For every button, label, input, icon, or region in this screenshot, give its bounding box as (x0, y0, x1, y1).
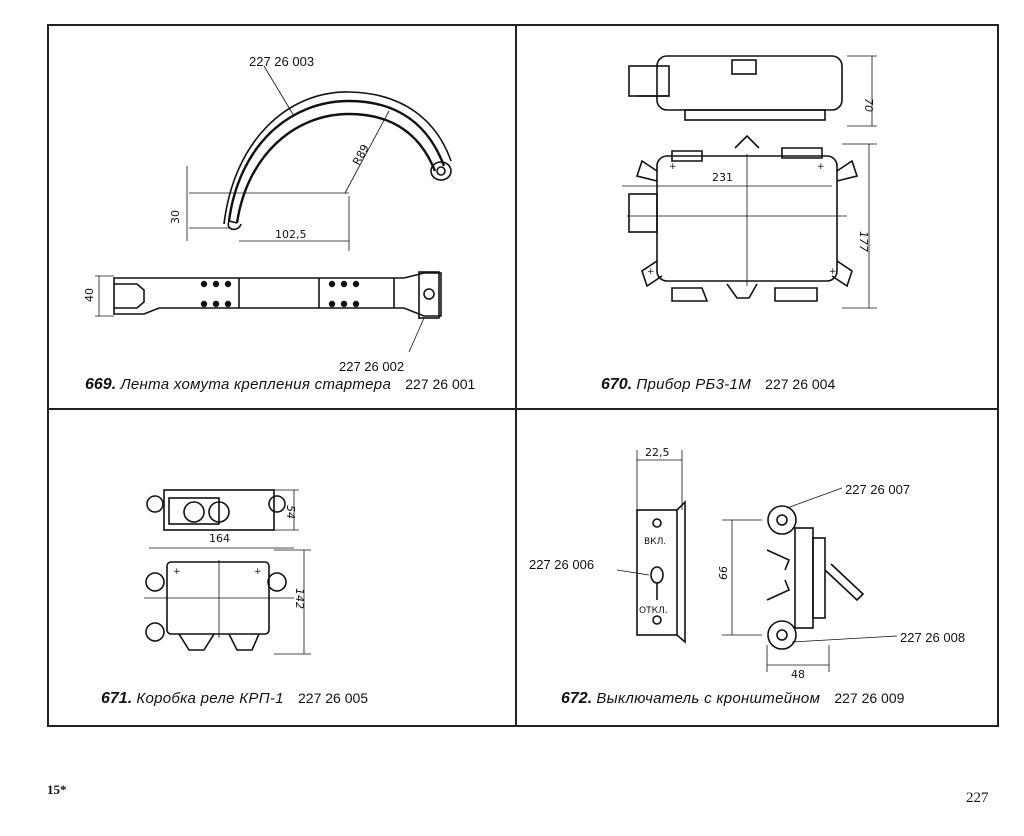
dim-54: 54 (284, 505, 297, 519)
figure-code: 227 26 001 (405, 376, 476, 392)
panel-671: 54 164 + + 142 671. Коробка реле КРП-1 2… (49, 410, 515, 725)
dim-22-5: 22,5 (645, 446, 670, 459)
figure-number: 669. (85, 376, 117, 393)
figure-number: 672. (561, 690, 593, 707)
panel-divider-vertical (515, 24, 517, 727)
figure-title: Лента хомута крепления стартера (120, 376, 392, 393)
figure-code: 227 26 004 (765, 376, 836, 392)
device-rb3-drawing: 70 + + + + 231 177 (622, 55, 877, 309)
svg-text:+: + (669, 162, 677, 172)
svg-text:+: + (173, 567, 181, 577)
part-227-26-003: 227 26 003 (249, 54, 314, 69)
starter-clamp-band-drawing: 30 102,5 R89 227 26 003 40 227 26 002 (83, 54, 452, 374)
figure-code: 227 26 009 (834, 690, 905, 706)
part-227-26-006: 227 26 006 (529, 557, 594, 572)
dim-66: 66 (717, 566, 730, 580)
label-off: ОТКЛ. (639, 606, 668, 616)
figure-title: Выключатель с кронштейном (596, 690, 821, 707)
panel-670: 70 + + + + 231 177 670. Прибор РБ3-1М 22… (517, 26, 997, 408)
figure-title: Коробка реле КРП-1 (136, 690, 284, 707)
panel-669: 30 102,5 R89 227 26 003 40 227 26 002 66… (49, 26, 515, 408)
dim-164: 164 (209, 532, 230, 545)
panel-divider-horizontal (47, 408, 999, 410)
figure-number: 671. (101, 690, 133, 707)
figure-title: Прибор РБ3-1М (636, 376, 751, 393)
label-on: ВКЛ. (644, 537, 666, 547)
switch-with-bracket-drawing: 22,5 ВКЛ. ОТКЛ. 227 26 006 227 26 007 22… (529, 446, 965, 681)
figure-code: 227 26 005 (298, 690, 369, 706)
signature-mark: 15* (47, 782, 67, 797)
svg-text:+: + (817, 162, 825, 172)
caption-672: 672. Выключатель с кронштейном 227 26 00… (561, 690, 904, 708)
svg-text:+: + (647, 267, 655, 277)
caption-671: 671. Коробка реле КРП-1 227 26 005 (101, 690, 368, 708)
dim-70: 70 (862, 98, 875, 112)
page-frame (47, 24, 999, 727)
dim-142: 142 (293, 588, 306, 609)
page-number: 227 (966, 790, 989, 806)
dim-r89: R89 (350, 142, 372, 167)
dim-30: 30 (169, 210, 182, 224)
dim-48: 48 (791, 668, 805, 681)
dim-177: 177 (857, 231, 870, 252)
part-227-26-008: 227 26 008 (900, 630, 965, 645)
relay-box-krp1-drawing: 54 164 + + 142 (144, 489, 311, 655)
dim-231: 231 (712, 171, 733, 184)
part-227-26-007: 227 26 007 (845, 482, 910, 497)
panel-672: 22,5 ВКЛ. ОТКЛ. 227 26 006 227 26 007 22… (517, 410, 997, 725)
caption-669: 669. Лента хомута крепления стартера 227… (85, 376, 475, 394)
part-227-26-002: 227 26 002 (339, 359, 404, 374)
figure-number: 670. (601, 376, 633, 393)
svg-text:+: + (254, 567, 262, 577)
caption-670: 670. Прибор РБ3-1М 227 26 004 (601, 376, 835, 394)
svg-text:+: + (829, 267, 837, 277)
dim-40: 40 (83, 288, 96, 302)
dim-102-5: 102,5 (275, 228, 307, 241)
